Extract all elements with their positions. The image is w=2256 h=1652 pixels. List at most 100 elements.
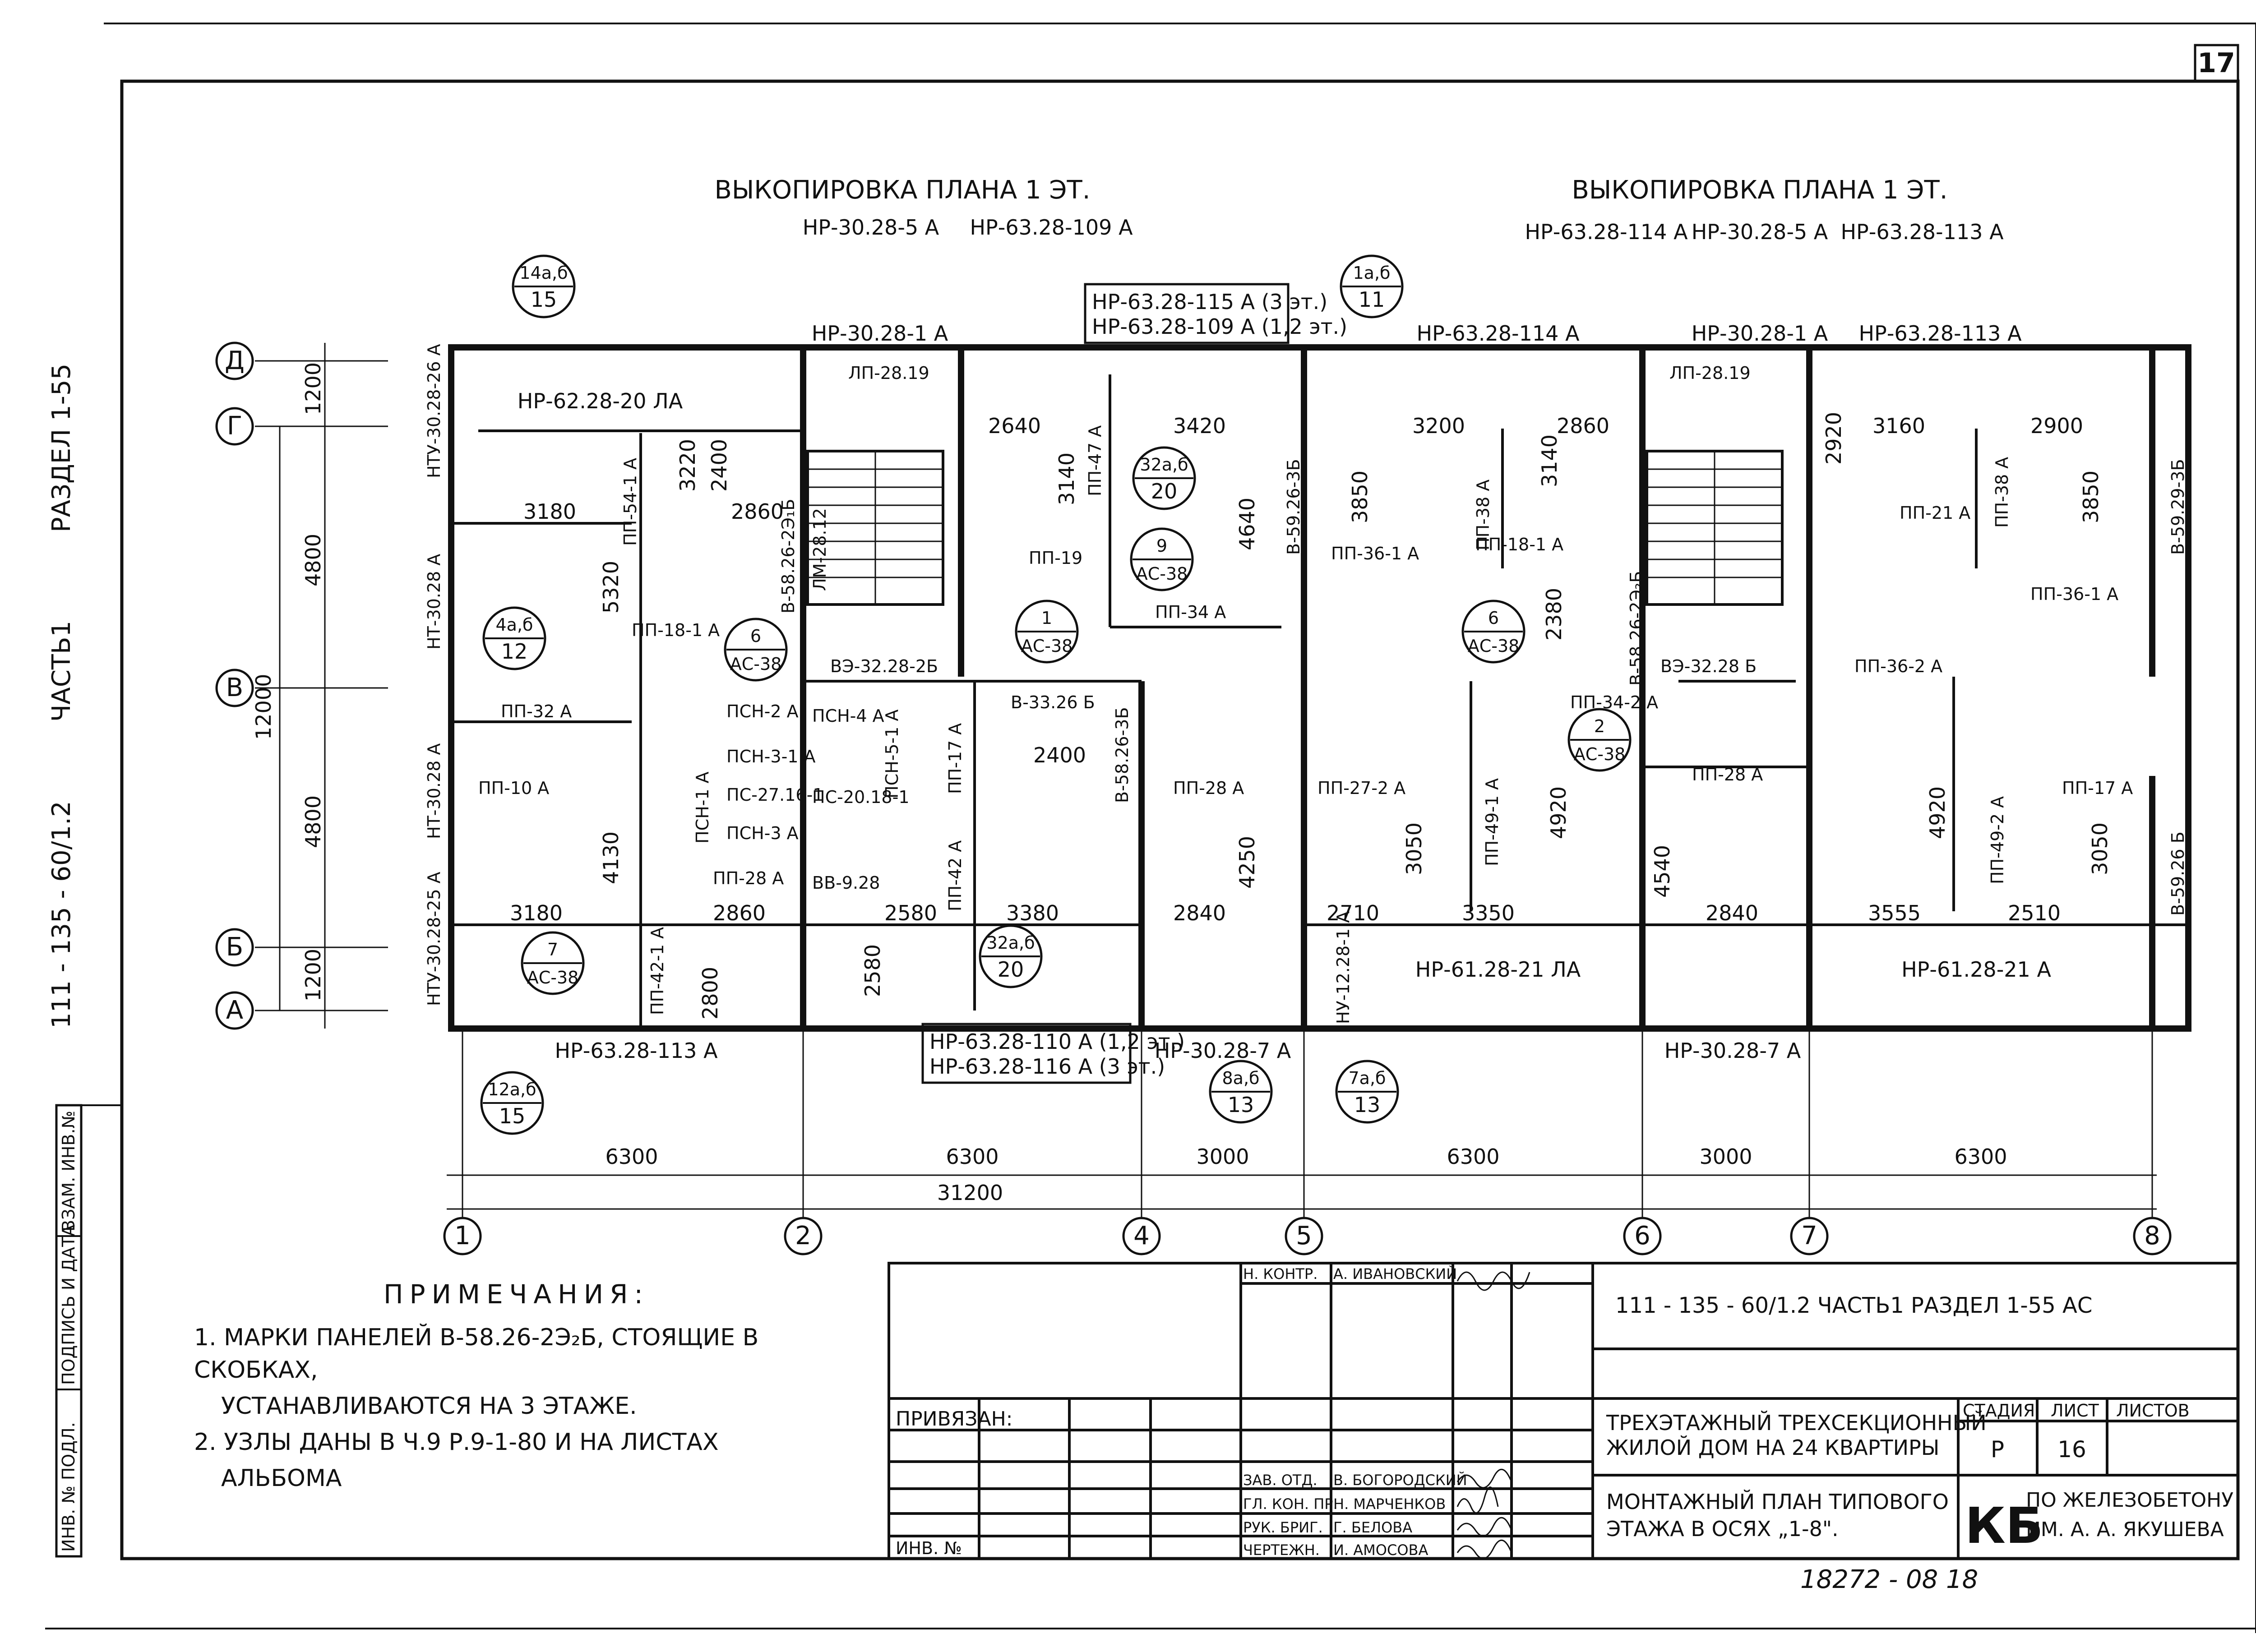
svg-text:ПП-36-1 А: ПП-36-1 А <box>2030 584 2118 604</box>
svg-text:3220: 3220 <box>675 439 700 492</box>
svg-text:В-58.26-2Э₂Б: В-58.26-2Э₂Б <box>1627 571 1646 686</box>
top-mark: НР-63.28-114 А <box>1416 321 1580 346</box>
svg-text:3200: 3200 <box>1412 414 1465 438</box>
doc-code: 111 - 135 - 60/1.2 ЧАСТЬ1 РАЗДЕЛ 1-55 АС <box>1615 1293 2092 1318</box>
panel-labels: ПП-32 А ПП-10 А ПП-18-1 А ПП-54-1 А ПП-2… <box>478 363 2188 1024</box>
svg-text:15: 15 <box>531 287 557 312</box>
side-section: РАЗДЕЛ 1-55 <box>47 364 76 532</box>
svg-text:ПП-27-2 А: ПП-27-2 А <box>1318 778 1405 798</box>
svg-text:ПП-17 А: ПП-17 А <box>945 723 965 794</box>
bottom-mark: НР-63.28-113 А <box>555 1038 718 1063</box>
svg-text:И. АМОСОВА: И. АМОСОВА <box>1333 1541 1428 1559</box>
svg-text:2860: 2860 <box>731 499 784 524</box>
svg-text:ЧЕРТЕЖН.: ЧЕРТЕЖН. <box>1243 1541 1320 1559</box>
callout: 7а,б13 <box>1335 1060 1399 1124</box>
svg-text:Н. МАРЧЕНКОВ: Н. МАРЧЕНКОВ <box>1333 1495 1446 1513</box>
top-mark: НР-30.28-1 А <box>1692 321 1828 346</box>
svg-text:3160: 3160 <box>1872 414 1925 438</box>
sheet-header: ЛИСТ <box>2051 1401 2099 1421</box>
svg-text:ПП-42-1 А: ПП-42-1 А <box>647 927 667 1015</box>
top-mark: НР-63.28-115 А (3 эт.) <box>1092 290 1327 314</box>
top-mark: НР-63.28-109 А (1,2 эт.) <box>1092 314 1347 339</box>
top-mark-box <box>1084 283 1290 344</box>
svg-text:20: 20 <box>1151 479 1178 503</box>
node-callouts: 14а,б15 4а,б12 6АС-38 7АС-38 12а,б15 1АС… <box>480 254 1632 1135</box>
svg-text:6300: 6300 <box>605 1144 658 1169</box>
svg-text:ПСН-1 А: ПСН-1 А <box>693 771 712 844</box>
svg-text:ПП-47 А: ПП-47 А <box>1085 425 1105 496</box>
svg-text:ПП-38 А: ПП-38 А <box>1992 457 2012 528</box>
svg-text:6300: 6300 <box>1954 1144 2007 1169</box>
svg-text:Г. БЕЛОВА: Г. БЕЛОВА <box>1333 1519 1412 1536</box>
right-copy-title: ВЫКОПИРОВКА ПЛАНА 1 ЭТ. <box>1572 175 1947 205</box>
svg-text:1: 1 <box>454 1221 471 1251</box>
svg-text:ПСН-5-1 А: ПСН-5-1 А <box>882 709 902 798</box>
bottom-mark: НР-63.28-110 А (1,2 эт.) <box>929 1029 1185 1054</box>
note-2: 2. УЗЛЫ ДАНЫ В Ч.9 Р.9-1-80 И НА ЛИСТАХ <box>194 1429 719 1456</box>
svg-text:ПС-27.16-1: ПС-27.16-1 <box>726 785 824 805</box>
svg-text:3140: 3140 <box>1537 434 1562 487</box>
svg-text:3050: 3050 <box>1402 822 1426 875</box>
callout: 32а,б20 <box>979 924 1043 988</box>
svg-text:АС-38: АС-38 <box>1136 564 1188 584</box>
svg-text:2380: 2380 <box>1542 588 1566 641</box>
svg-text:ПП-18-1 А: ПП-18-1 А <box>632 620 720 640</box>
callout: 32а,б20 <box>1132 446 1196 510</box>
svg-text:В-58.26-2Э₁Б: В-58.26-2Э₁Б <box>778 499 798 614</box>
vertical-dim: 4800 <box>301 795 325 848</box>
bottom-mark: НР-30.28-7 А <box>1664 1038 1801 1063</box>
svg-text:ВЭ-32.28 Б: ВЭ-32.28 Б <box>1660 656 1757 676</box>
vertical-dim: 1200 <box>301 949 325 1001</box>
svg-text:5320: 5320 <box>599 561 623 614</box>
callout: 7АС-38 <box>521 931 585 995</box>
svg-text:ПП-54-1 А: ПП-54-1 А <box>620 458 640 546</box>
room-dimensions: 3180 3220 2400 2860 5320 4130 3180 2860 … <box>510 412 2112 1020</box>
svg-text:6: 6 <box>1634 1221 1650 1251</box>
bottom-mark: НР-63.28-116 А (3 эт.) <box>929 1054 1165 1079</box>
svg-text:ПП-10 А: ПП-10 А <box>478 778 549 798</box>
svg-text:15: 15 <box>499 1104 526 1128</box>
svg-text:2580: 2580 <box>860 944 885 997</box>
sheets-header: ЛИСТОВ <box>2116 1401 2190 1421</box>
axis-label: В <box>226 673 243 702</box>
top-mark: НР-63.28-113 А <box>1840 220 2004 244</box>
svg-text:ПП-21 А: ПП-21 А <box>1900 503 1970 523</box>
svg-text:13: 13 <box>1354 1093 1381 1117</box>
svg-text:ПП-18-1 А: ПП-18-1 А <box>1475 535 1563 554</box>
top-mark: НР-62.28-20 ЛА <box>518 389 683 413</box>
svg-text:В. БОГОРОДСКИЙ: В. БОГОРОДСКИЙ <box>1333 1472 1467 1489</box>
svg-text:4640: 4640 <box>1235 498 1259 550</box>
svg-text:2400: 2400 <box>707 439 731 492</box>
svg-text:4540: 4540 <box>1650 845 1674 898</box>
signatures-table: Н. КОНТР. А. ИВАНОВСКИЙ ЗАВ. ОТД. В. БОГ… <box>1243 1265 1467 1559</box>
svg-text:В-59.29-3Б: В-59.29-3Б <box>2168 459 2188 555</box>
note-1: 1. МАРКИ ПАНЕЛЕЙ В-58.26-2Э₂Б, СТОЯЩИЕ В… <box>194 1324 759 1384</box>
axis-bubbles-numbers: 1 2 4 5 6 7 8 <box>443 1217 2172 1255</box>
svg-text:2: 2 <box>1594 716 1605 736</box>
svg-text:АС-38: АС-38 <box>1468 636 1520 656</box>
svg-text:ВЭ-32.28-2Б: ВЭ-32.28-2Б <box>830 656 938 676</box>
svg-text:6: 6 <box>1488 608 1499 628</box>
note-1-cont: УСТАНАВЛИВАЮТСЯ НА 3 ЭТАЖЕ. <box>221 1393 637 1420</box>
svg-text:3850: 3850 <box>1348 471 1372 523</box>
bottom-mark: НР-30.28-7 А <box>1155 1038 1291 1063</box>
svg-text:ПС-20.18-1: ПС-20.18-1 <box>812 787 910 807</box>
svg-text:2710: 2710 <box>1327 901 1379 925</box>
svg-text:ПП-38 А: ПП-38 А <box>1473 480 1493 550</box>
svg-text:3000: 3000 <box>1699 1144 1752 1169</box>
bottom-mark: НР-61.28-21 ЛА <box>1415 957 1581 982</box>
vertical-dim: 1200 <box>301 362 325 415</box>
binding-label: ПРИВЯЗАН: <box>896 1407 1013 1431</box>
svg-text:ПП-19: ПП-19 <box>1029 548 1082 568</box>
axis-label: А <box>226 996 243 1025</box>
vertical-dim-total: 12000 <box>251 674 276 740</box>
svg-text:4а,б: 4а,б <box>496 615 533 635</box>
org-name: ИМ. А. А. ЯКУШЕВА <box>2026 1518 2224 1541</box>
svg-text:3050: 3050 <box>2088 822 2112 875</box>
svg-text:1: 1 <box>1041 608 1052 628</box>
axis-bubbles-letters: Д Г В Б А <box>215 341 254 1030</box>
plan-walls <box>448 344 2191 1032</box>
svg-text:ПП-36-2 А: ПП-36-2 А <box>1854 656 1942 676</box>
partitions <box>451 374 2188 1029</box>
svg-text:3555: 3555 <box>1868 901 1921 925</box>
